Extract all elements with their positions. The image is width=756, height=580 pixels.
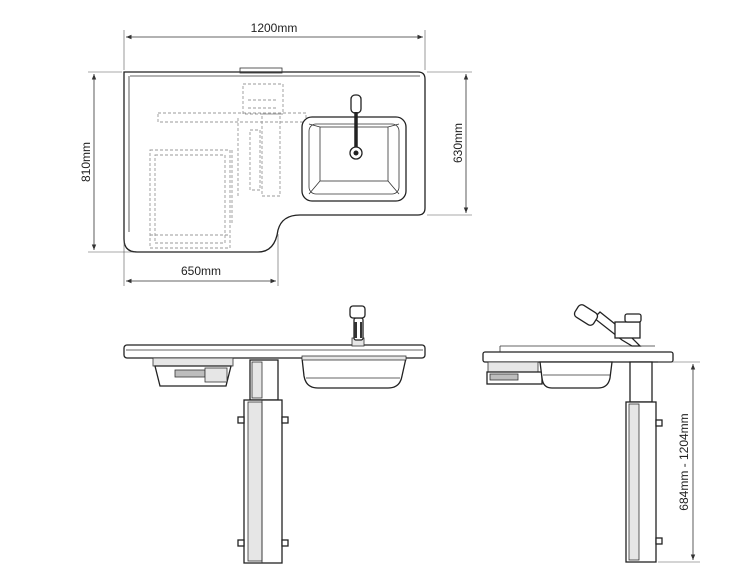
leg-side bbox=[625, 361, 663, 563]
tap-bracket-plan bbox=[239, 67, 283, 74]
worktop-side bbox=[482, 351, 674, 363]
front-view bbox=[123, 305, 426, 564]
dimension-depth-sink-side: 630mm bbox=[427, 71, 472, 216]
dimension-depth-total: 810mm bbox=[79, 71, 135, 253]
label-height-range: 684mm - 1204mm bbox=[677, 413, 691, 510]
label-depth-total: 810mm bbox=[79, 142, 93, 182]
sink-plan bbox=[301, 94, 407, 202]
dimension-width-cutout: 650mm bbox=[123, 234, 279, 286]
drawer-rail-front bbox=[152, 357, 234, 367]
side-view: 684mm - 1204mm bbox=[482, 304, 700, 563]
tap-lever-plan bbox=[350, 94, 362, 114]
dimension-height-range: 684mm - 1204mm bbox=[658, 361, 700, 563]
label-width-total: 1200mm bbox=[251, 21, 298, 35]
tap-front bbox=[349, 305, 366, 347]
dimension-width-total: 1200mm bbox=[123, 21, 426, 70]
tap-side bbox=[573, 304, 642, 347]
hidden-structure bbox=[149, 83, 307, 249]
label-width-cutout: 650mm bbox=[181, 264, 221, 278]
worktop-front bbox=[123, 344, 426, 359]
label-depth-sink-side: 630mm bbox=[451, 123, 465, 163]
leg-front bbox=[237, 359, 289, 564]
sink-bowl-front bbox=[301, 357, 407, 389]
plan-view: 1200mm 810mm 630mm 650mm bbox=[79, 21, 472, 286]
